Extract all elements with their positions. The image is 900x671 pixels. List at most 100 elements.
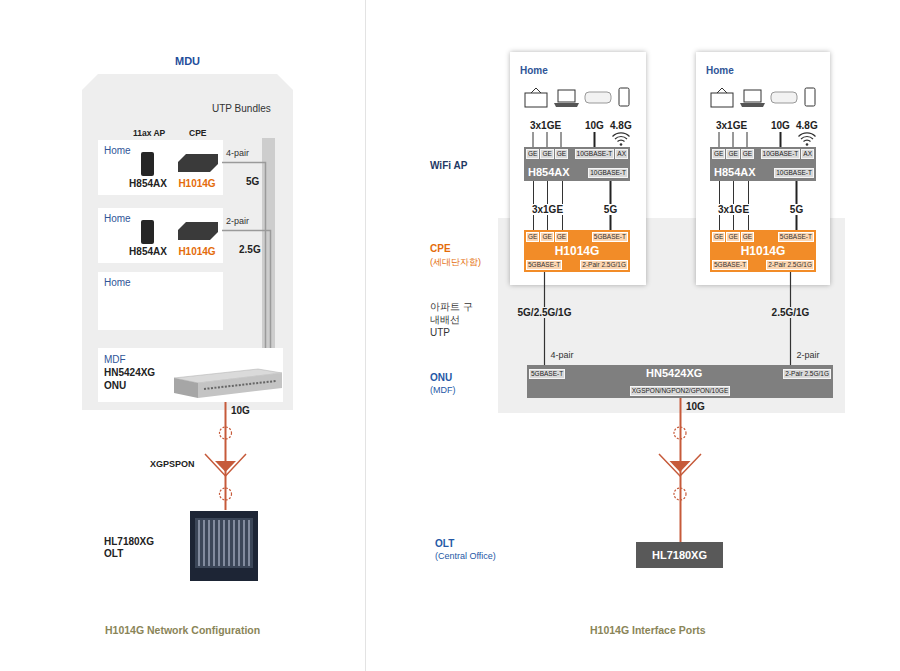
ap-icon	[141, 220, 154, 244]
cpe-box: GEGEGE5GBASE-TH1014G5GBASE-T2-Pair 2.5G/…	[710, 230, 816, 272]
tv-wire	[780, 132, 782, 147]
label-holder: ONU	[430, 372, 452, 383]
text-label: H1014G Interface Ports	[590, 624, 706, 636]
text-label: XGPSPON	[150, 459, 195, 469]
node-label: H1014G	[172, 246, 222, 257]
port-label: 10GBASE-T	[588, 168, 628, 178]
node-label: HL7180XG	[104, 536, 260, 548]
port-label: GE	[540, 149, 553, 159]
edge-label: 5G/2.5G/1G	[516, 307, 574, 318]
edge-label-holder: 5G	[788, 204, 805, 215]
label-holder: 10G	[585, 120, 604, 131]
text-label: 4.8G	[796, 120, 818, 131]
laptop-icon	[554, 103, 579, 107]
text-label: 3x1GE	[716, 120, 747, 131]
text-label: H1014G Network Configuration	[105, 624, 260, 636]
wifi-symbol	[806, 143, 809, 146]
edge-label: 10G	[231, 405, 250, 416]
port-label: GE	[741, 149, 754, 159]
port-label: 2-Pair 2.5G/1G	[783, 369, 831, 379]
label-holder: H1014G Network Configuration	[105, 624, 260, 636]
edge-label-holder: 5G/2.5G/1G	[516, 307, 574, 318]
port-label: GE	[540, 232, 553, 242]
label-holder: 5G	[246, 176, 259, 187]
label-holder: CPE	[430, 243, 451, 254]
panel-divider	[365, 0, 366, 671]
edge-label: 3x1GE	[716, 204, 751, 215]
port-label: 10GBASE-T	[774, 168, 814, 178]
wifi-symbol	[620, 143, 623, 146]
port-label: 5GBASE-T	[592, 232, 628, 242]
label-holder: 2.5G	[239, 244, 261, 255]
text-label: 4-pair	[551, 350, 574, 360]
label-holder: 3x1GE	[716, 120, 747, 131]
port-label: 5GBASE-T	[778, 232, 814, 242]
text-label: 10G	[585, 120, 604, 131]
cpe-icon	[178, 222, 218, 240]
port-label: 2-Pair 2.5G/1G	[766, 260, 814, 270]
port-label: GE	[712, 149, 725, 159]
utp-bundle	[262, 138, 275, 348]
port-label: 5GBASE-T	[712, 260, 748, 270]
node-label: HN5424XG	[104, 366, 277, 379]
connector	[544, 272, 545, 365]
vr-icon	[585, 92, 611, 103]
port-label: GE	[712, 232, 725, 242]
olt-box: HL7180XG	[636, 542, 723, 568]
tv-wire	[594, 132, 596, 147]
edge-label-holder: 10G	[231, 405, 250, 416]
node-label: Home	[98, 140, 223, 156]
cpe-box: GEGEGE5GBASE-TH1014G5GBASE-T2-Pair 2.5G/…	[524, 230, 630, 272]
connector	[680, 398, 682, 542]
text-label: 11ax AP	[133, 128, 165, 138]
text-label: (MDF)	[430, 385, 456, 395]
node-label: HL7180XG	[652, 549, 707, 561]
text-label: 10G	[771, 120, 790, 131]
wifi-ap-box: GEGEGE10GBASE-TAXH854AX10GBASE-T	[524, 147, 630, 181]
edge-label: 3x1GE	[530, 204, 565, 215]
node-label: MDU	[82, 52, 293, 67]
port-label: AX	[801, 149, 814, 159]
premises-band	[498, 218, 845, 413]
device-name: H854AX	[526, 166, 570, 179]
olt-cards	[199, 520, 249, 566]
node-label: Home	[696, 52, 830, 76]
port-label: GE	[526, 149, 539, 159]
label-holder: 11ax AP	[133, 128, 165, 138]
text-label: 4.8G	[610, 120, 632, 131]
node-label: ONU	[104, 379, 277, 392]
label-holder: XGPSPON	[150, 459, 195, 469]
port-label: 5GBASE-T	[526, 260, 562, 270]
edge-label-holder: 4-pair	[226, 148, 249, 158]
edge-label-holder: 2.5G/1G	[770, 307, 812, 318]
text-label: (Central Office)	[435, 551, 496, 561]
edge-label-holder: 10G	[686, 401, 705, 412]
text-label: (세대단자함)	[430, 256, 481, 269]
label-holder: WiFi AP	[430, 160, 467, 171]
connector	[225, 402, 227, 510]
label-holder: H1014G Interface Ports	[590, 624, 706, 636]
port-label: GE	[555, 232, 568, 242]
device-name: H1014G	[555, 244, 600, 258]
node-label: OLT	[104, 548, 260, 560]
port-label: GE	[741, 232, 754, 242]
label-holder: CPE	[189, 128, 206, 138]
label-holder: 아파트 구내배선 UTP	[430, 300, 480, 339]
label-holder: 4.8G	[796, 120, 818, 131]
node-label: H854AX	[126, 178, 170, 189]
label-holder: (MDF)	[430, 385, 456, 395]
text-label: WiFi AP	[430, 160, 467, 171]
onu-box: 5GBASE-THN5424XG2-Pair 2.5G/1GXGSPON/NGP…	[527, 365, 833, 398]
text-label: UTP Bundles	[212, 103, 271, 114]
home-card: HomeGEGEGE10GBASE-TAXH854AX10GBASE-TGEGE…	[696, 52, 830, 285]
label-holder: 4-pair	[551, 350, 574, 360]
wifi-ap-box: GEGEGE10GBASE-TAXH854AX10GBASE-T	[710, 147, 816, 181]
node-label: MDF	[104, 353, 277, 366]
node-label: H1014G	[172, 178, 222, 189]
building-outline	[82, 74, 293, 410]
port-label: AX	[615, 149, 628, 159]
vr-icon	[771, 92, 797, 103]
text-label: 2-pair	[797, 350, 820, 360]
olt-shelf	[195, 518, 253, 568]
edge-label-holder: 2-pair	[226, 216, 249, 226]
